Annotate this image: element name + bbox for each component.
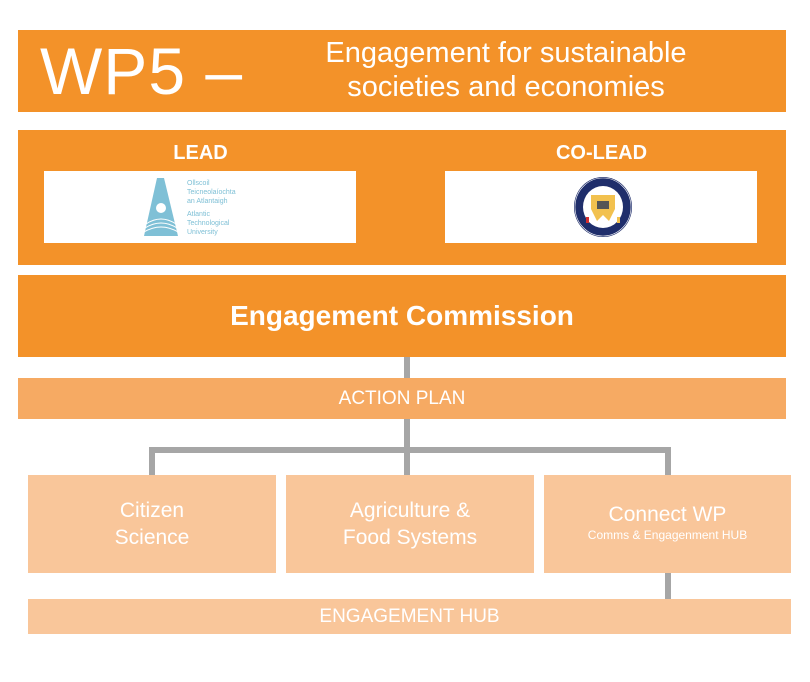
wp-title-line-2: societies and economies bbox=[347, 71, 665, 103]
atu-text-line: University bbox=[187, 229, 218, 236]
atu-text-line: Ollscoil bbox=[187, 180, 210, 187]
atu-logo-icon bbox=[144, 178, 178, 236]
atu-text-line: an Atlantaigh bbox=[187, 198, 228, 205]
workstream-label: Connect WP bbox=[608, 503, 727, 526]
workstream-label: Food Systems bbox=[342, 526, 478, 549]
workstream-citizen-science: Citizen Science bbox=[28, 475, 276, 573]
atu-text-line: Technological bbox=[187, 220, 230, 227]
action-plan-box: ACTION PLAN bbox=[18, 378, 786, 419]
connector-line bbox=[149, 447, 155, 475]
engagement-hub-box: ENGAGEMENT HUB bbox=[28, 599, 791, 634]
connector-line bbox=[665, 573, 671, 599]
workstream-label: Agriculture & bbox=[349, 499, 471, 522]
atu-text-line: Teicneolaíochta bbox=[187, 189, 236, 196]
lead-label: LEAD bbox=[173, 142, 228, 164]
workstream-subtitle: Comms & Engagenment HUB bbox=[587, 528, 748, 542]
action-plan-label: ACTION PLAN bbox=[338, 387, 466, 409]
wp-header: WP5 – Engagement for sustainable societi… bbox=[18, 30, 786, 112]
connector-line bbox=[404, 357, 410, 378]
engagement-commission-box: Engagement Commission bbox=[18, 275, 786, 357]
leads-panel: LEAD CO-LEAD Ollscoil Teicneolaíochta an… bbox=[18, 130, 786, 265]
atu-logo-text: Ollscoil Teicneolaíochta an Atlantaigh A… bbox=[187, 179, 236, 237]
wp-code: WP5 – bbox=[40, 34, 244, 108]
connector-line bbox=[149, 447, 671, 453]
colead-label: CO-LEAD bbox=[555, 142, 648, 164]
atu-text-line: Atlantic bbox=[187, 211, 210, 218]
lead-logo-box: Ollscoil Teicneolaíochta an Atlantaigh A… bbox=[44, 171, 356, 243]
wp-title: Engagement for sustainable societies and… bbox=[280, 36, 732, 104]
colead-logo-box bbox=[445, 171, 757, 243]
oradea-seal-icon bbox=[574, 177, 632, 237]
workstream-label: Science bbox=[114, 526, 190, 549]
workstream-connect-wp: Connect WP Comms & Engagenment HUB bbox=[544, 475, 791, 573]
workstream-agriculture-food: Agriculture & Food Systems bbox=[286, 475, 534, 573]
engagement-commission-label: Engagement Commission bbox=[230, 300, 574, 331]
connector-line bbox=[665, 447, 671, 475]
engagement-hub-label: ENGAGEMENT HUB bbox=[319, 605, 500, 627]
workstream-label: Citizen bbox=[119, 499, 185, 522]
wp-title-line-1: Engagement for sustainable bbox=[325, 37, 687, 69]
